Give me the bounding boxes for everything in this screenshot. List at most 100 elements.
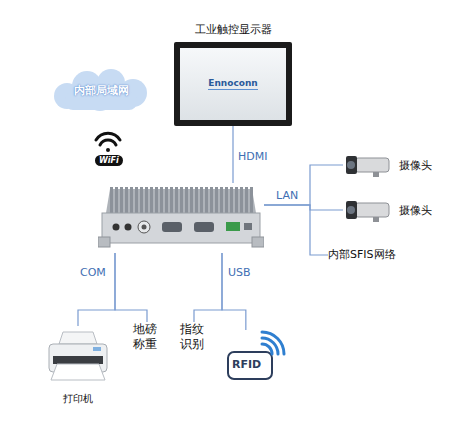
connector-line xyxy=(222,253,246,330)
connector-line xyxy=(232,126,233,183)
illustration-part xyxy=(240,187,243,213)
brand-logo: Ennoconn xyxy=(208,78,257,90)
printer-icon xyxy=(43,326,113,388)
wifi-badge: WiFi xyxy=(95,155,123,166)
node-camera: 摄像头 xyxy=(343,152,448,178)
illustration-part xyxy=(150,187,153,213)
illustration-part xyxy=(170,187,173,213)
illustration-part xyxy=(225,187,228,213)
illustration-part xyxy=(125,224,132,231)
device-label: 摄像头 xyxy=(399,158,432,173)
connector-line xyxy=(194,253,222,322)
illustration-part xyxy=(347,161,355,169)
device-label: 打印机 xyxy=(63,392,93,406)
illustration-part xyxy=(155,187,158,213)
illustration-part xyxy=(120,187,123,213)
illustration-part xyxy=(210,187,213,213)
illustration-part xyxy=(190,187,193,213)
illustration-part xyxy=(160,187,163,213)
illustration-part xyxy=(226,222,240,231)
cloud-label: 内部局域网 xyxy=(45,68,157,112)
illustration-part xyxy=(194,222,214,232)
illustration-part xyxy=(262,332,284,354)
illustration-part xyxy=(373,217,379,222)
endpoint-label: 地磅称重 xyxy=(133,322,161,352)
illustration-part xyxy=(220,187,223,213)
illustration-part xyxy=(195,187,198,213)
node-pc xyxy=(98,183,264,253)
monitor-screen: Ennoconn xyxy=(180,48,286,120)
illustration-part xyxy=(115,187,118,213)
illustration-part xyxy=(162,222,182,232)
illustration-part xyxy=(215,187,218,213)
connector-label: HDMI xyxy=(238,150,267,163)
illustration-part xyxy=(51,364,105,380)
illustration-part xyxy=(228,352,272,379)
illustration-part xyxy=(262,332,284,354)
node-cloud: 内部局域网 xyxy=(45,68,157,112)
node-rfid: RFID xyxy=(226,330,288,382)
device-label: RFID xyxy=(232,358,261,371)
illustration-part xyxy=(59,332,97,344)
connector-line xyxy=(264,205,343,210)
wifi-dot xyxy=(106,148,110,152)
wifi-arc xyxy=(100,140,116,145)
illustration-part xyxy=(180,187,183,213)
endpoint-label: 内部SFIS网络 xyxy=(328,247,438,263)
endpoint-label: 指纹识别 xyxy=(180,322,208,352)
node-monitor: 工业触控显示器 Ennoconn xyxy=(158,22,308,126)
monitor-bezel: Ennoconn xyxy=(174,42,292,126)
illustration-part xyxy=(355,158,389,172)
illustration-part xyxy=(346,201,357,219)
illustration-part xyxy=(93,347,101,351)
illustration-part xyxy=(373,172,379,177)
node-text: 内部SFIS网络 xyxy=(328,247,438,263)
connector-line xyxy=(264,205,328,255)
illustration-part xyxy=(355,203,389,217)
illustration-part xyxy=(53,356,103,364)
wifi-symbol xyxy=(96,133,120,152)
illustration-part xyxy=(165,187,168,213)
illustration-part xyxy=(250,187,253,213)
illustration-part xyxy=(113,224,120,231)
illustration-part xyxy=(200,187,203,213)
connector-line xyxy=(115,253,147,322)
illustration-part xyxy=(138,221,150,233)
illustration-part xyxy=(175,187,178,213)
illustration-part xyxy=(140,187,143,213)
illustration-part xyxy=(145,187,148,213)
illustration-part xyxy=(262,344,272,354)
illustration-part xyxy=(142,225,147,230)
illustration-part xyxy=(252,237,264,247)
connector-label: USB xyxy=(228,266,251,279)
illustration-part xyxy=(135,187,138,213)
device-title: 工业触控显示器 xyxy=(195,22,272,38)
node-text2: 指纹识别 xyxy=(180,322,208,352)
connector-label: LAN xyxy=(276,189,298,202)
illustration-part xyxy=(110,187,113,213)
connector-line xyxy=(264,165,343,205)
connector-line xyxy=(78,253,115,326)
illustration-part xyxy=(205,187,208,213)
illustration-part xyxy=(185,187,188,213)
illustration-part xyxy=(262,338,278,354)
connector-label: COM xyxy=(80,266,106,279)
node-printer: 打印机 xyxy=(40,326,116,406)
illustration-part xyxy=(244,223,252,230)
illustration-part xyxy=(102,213,260,243)
camera-icon xyxy=(343,152,393,178)
illustration-part xyxy=(347,206,355,214)
illustration-part xyxy=(346,156,357,174)
node-camera: 摄像头 xyxy=(343,197,448,223)
rfid-icon xyxy=(226,330,288,382)
industrial-pc xyxy=(98,183,264,253)
illustration-part xyxy=(245,187,248,213)
illustration-part xyxy=(125,187,128,213)
camera-icon xyxy=(343,197,393,223)
illustration-part xyxy=(130,187,133,213)
illustration-part xyxy=(98,237,110,247)
illustration-part xyxy=(230,187,233,213)
illustration-part xyxy=(235,187,238,213)
node-text2: 地磅称重 xyxy=(133,322,161,352)
